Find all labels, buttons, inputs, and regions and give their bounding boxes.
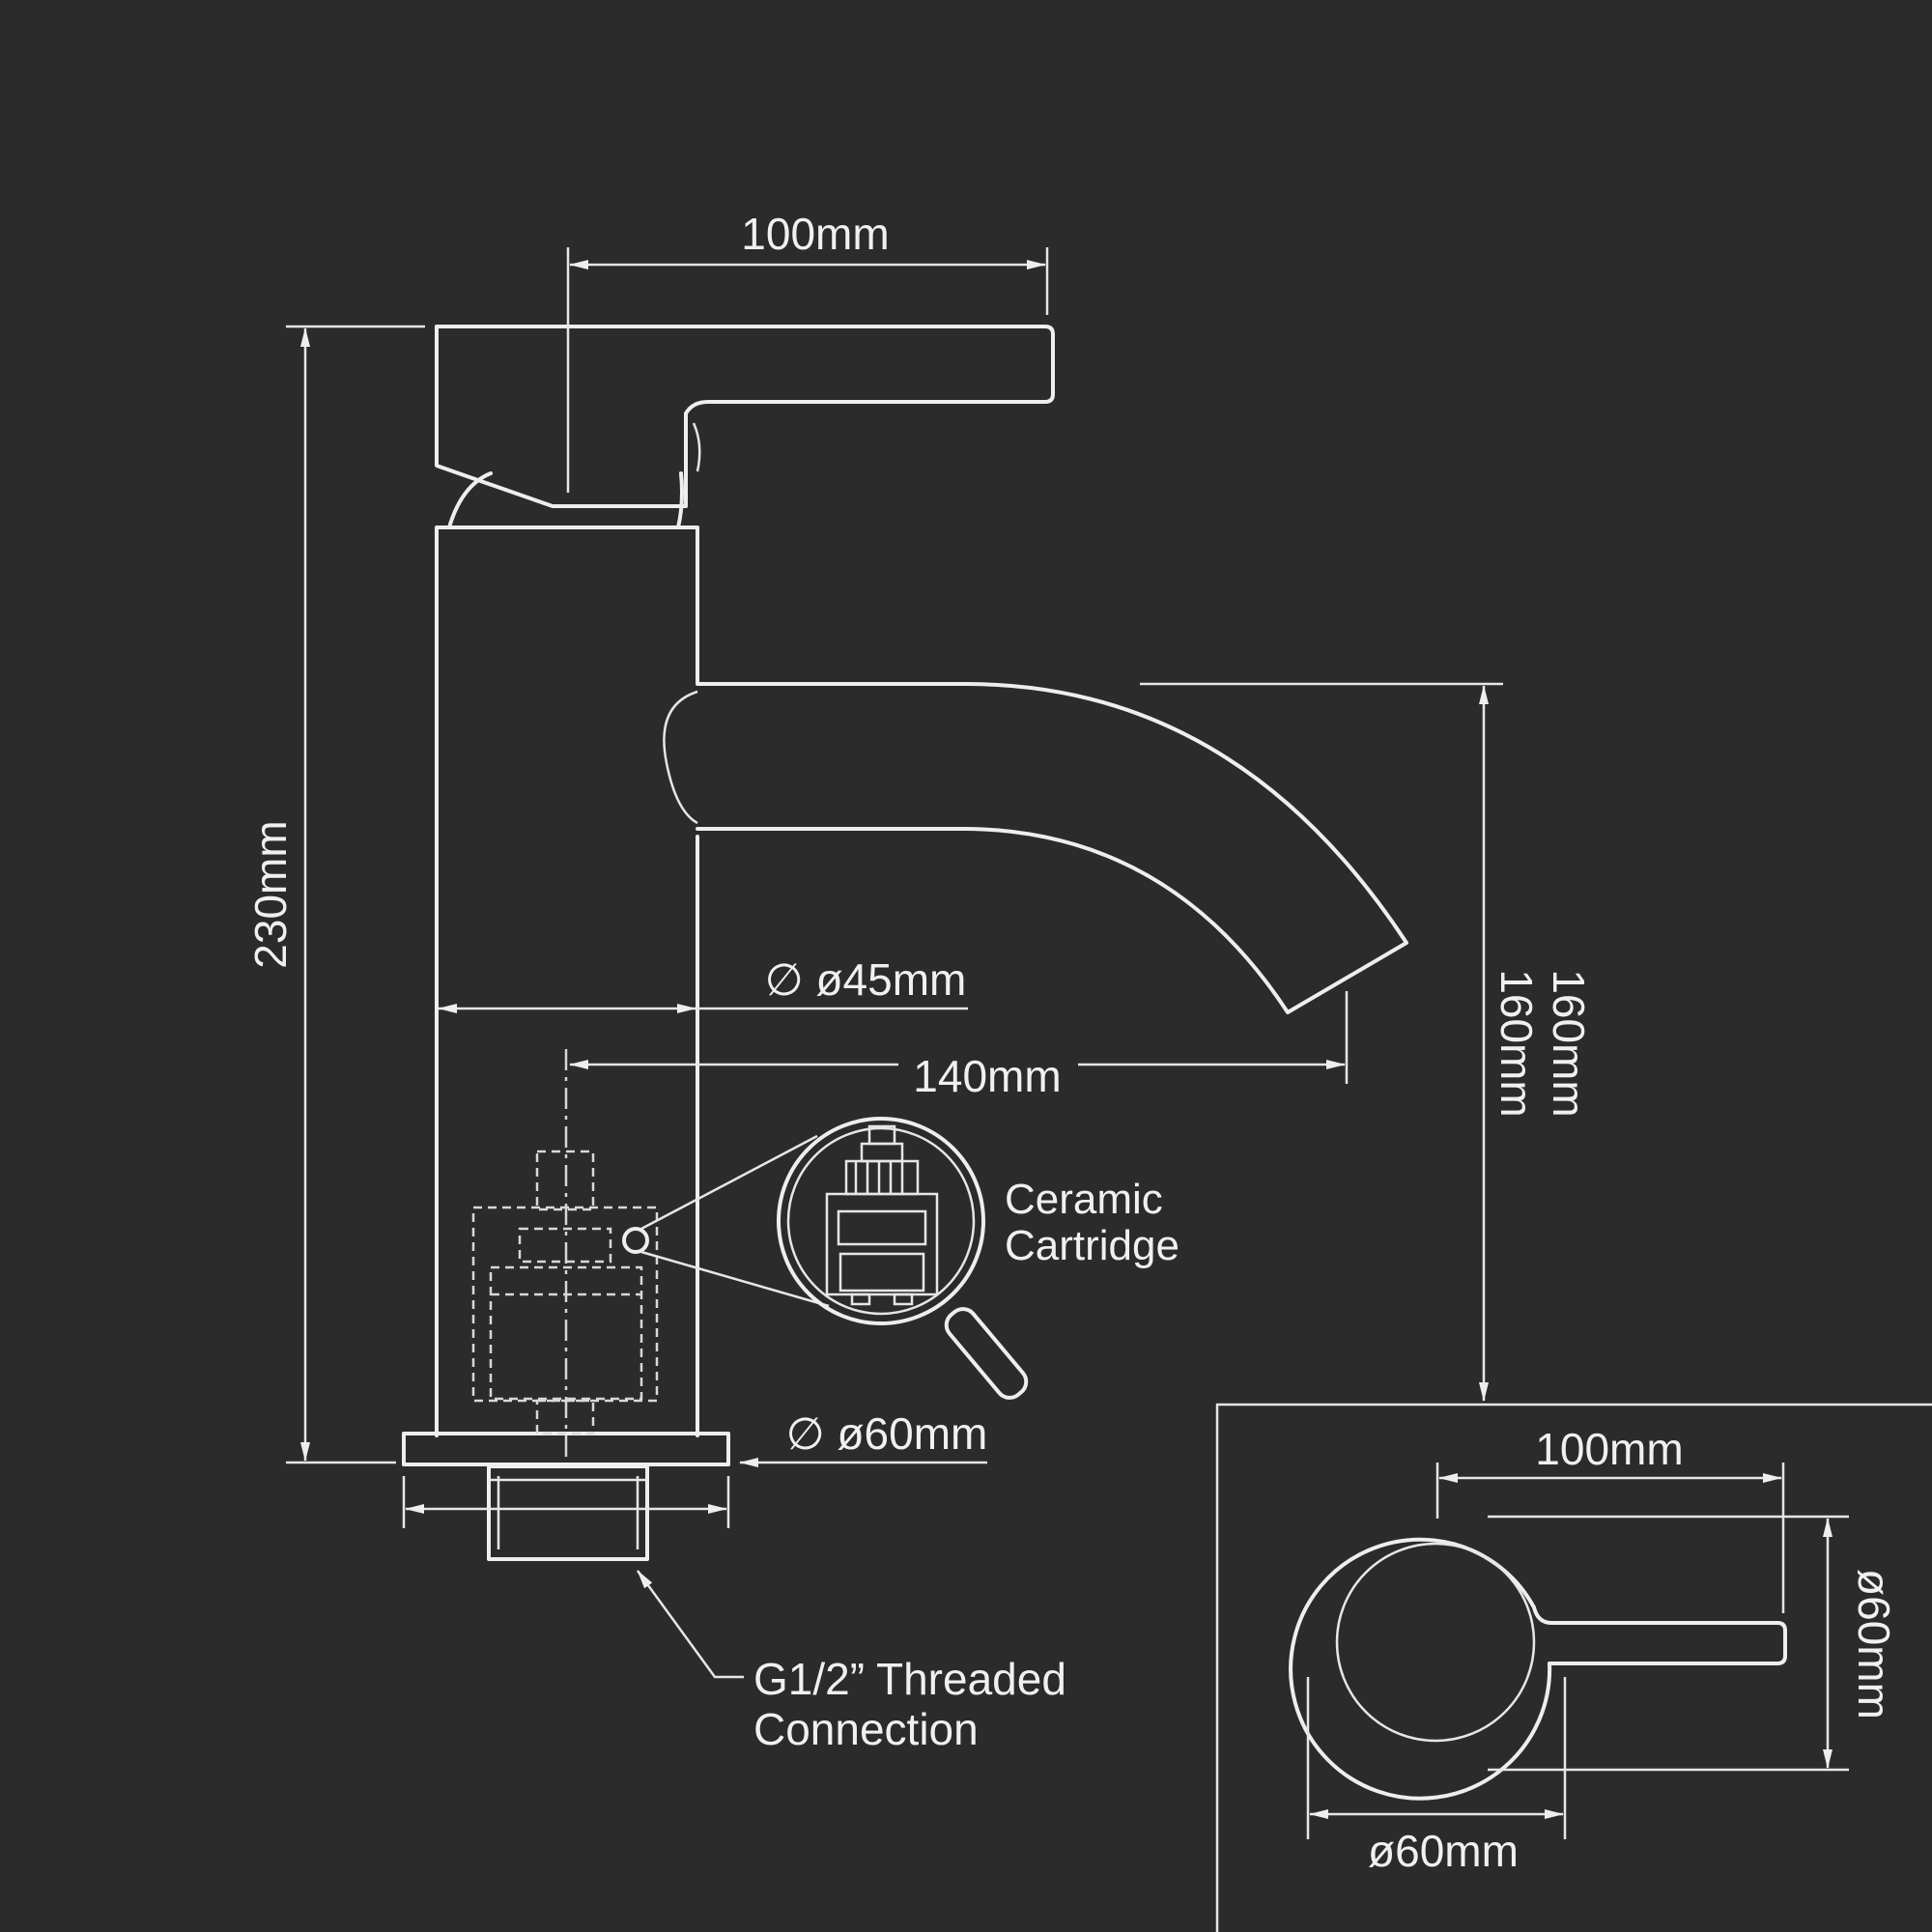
tap-body <box>435 526 699 1437</box>
inset-frame <box>1215 1403 1932 1932</box>
cartridge-label-line1: Ceramic <box>1005 1176 1163 1223</box>
plan-height-label: ø60mm <box>1849 1569 1899 1719</box>
spout-height-label-1: 160mm <box>1544 969 1594 1117</box>
spout-joint <box>663 690 698 825</box>
spout-reach-label: 140mm <box>913 1051 1061 1101</box>
handle-length-label: 100mm <box>741 209 889 259</box>
plan-handle-length-label: 100mm <box>1535 1424 1683 1474</box>
plan-diameter-label: ø60mm <box>1368 1826 1519 1876</box>
plan-lever <box>1289 1537 1787 1801</box>
tap-side-view: 100mm 230mm 160mm 160mm ∅ ø45mm 140mm ∅ … <box>245 209 1594 1754</box>
thread-label-line2: Connection <box>753 1704 979 1754</box>
total-height-label: 230mm <box>245 820 296 968</box>
cartridge-label-line2: Cartridge <box>1005 1222 1179 1269</box>
plan-ring-inner <box>1335 1542 1536 1743</box>
spout <box>696 682 1408 1014</box>
plan-view-inset: 100mm ø60mm ø60mm <box>1215 1403 1932 1932</box>
magnifier-icon <box>622 1117 1029 1400</box>
hidden-cartridge <box>471 1049 659 1461</box>
body-diameter-label: ∅ ø45mm <box>765 954 967 1005</box>
spout-height-label-2: 160mm <box>1492 969 1542 1117</box>
lever-handle <box>435 325 1055 508</box>
handle-collar <box>447 471 493 529</box>
thread-label-line1: G1/2” Threaded <box>753 1654 1066 1704</box>
base-diameter-label: ∅ ø60mm <box>786 1408 988 1459</box>
